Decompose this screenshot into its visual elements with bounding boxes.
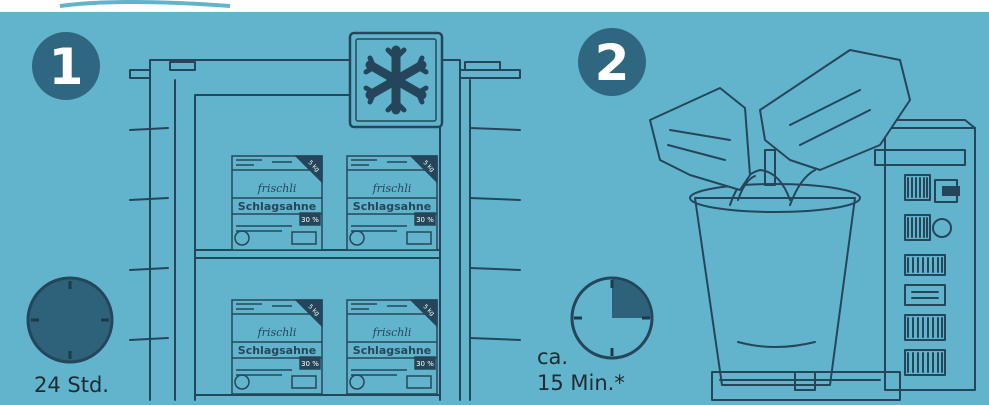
- carton-brand-text: frischli: [257, 182, 297, 195]
- step-2-caption: ca. 15 Min.*: [537, 344, 625, 396]
- step-1-duration: 24 Std.: [34, 372, 109, 398]
- freezer-snowflake-icon: [350, 33, 442, 127]
- carton-fat-text: 30 %: [301, 360, 319, 368]
- carton-brand-text: frischli: [372, 326, 412, 339]
- carton-fat-text: 30 %: [301, 216, 319, 224]
- clock-24h-icon: [28, 278, 112, 362]
- carton-fat-text: 30 %: [416, 216, 434, 224]
- step-1-number: 1: [49, 38, 84, 96]
- step-2-approx: ca.: [537, 344, 625, 370]
- step-2-duration: 15 Min.*: [537, 370, 625, 396]
- carton-brand-text: frischli: [372, 182, 412, 195]
- carton-product-name: Schlagsahne: [238, 200, 316, 213]
- carton-product-name: Schlagsahne: [238, 344, 316, 357]
- step-2-badge: 2: [578, 28, 646, 96]
- step-1-caption: 24 Std.: [34, 372, 109, 398]
- step-2-number: 2: [595, 34, 630, 92]
- carton-product-name: Schlagsahne: [353, 344, 431, 357]
- carton-brand-text: frischli: [257, 326, 297, 339]
- step-1-badge: 1: [32, 32, 100, 100]
- carton-fat-text: 30 %: [416, 360, 434, 368]
- carton-product-name: Schlagsahne: [353, 200, 431, 213]
- machine-switch: [935, 180, 960, 202]
